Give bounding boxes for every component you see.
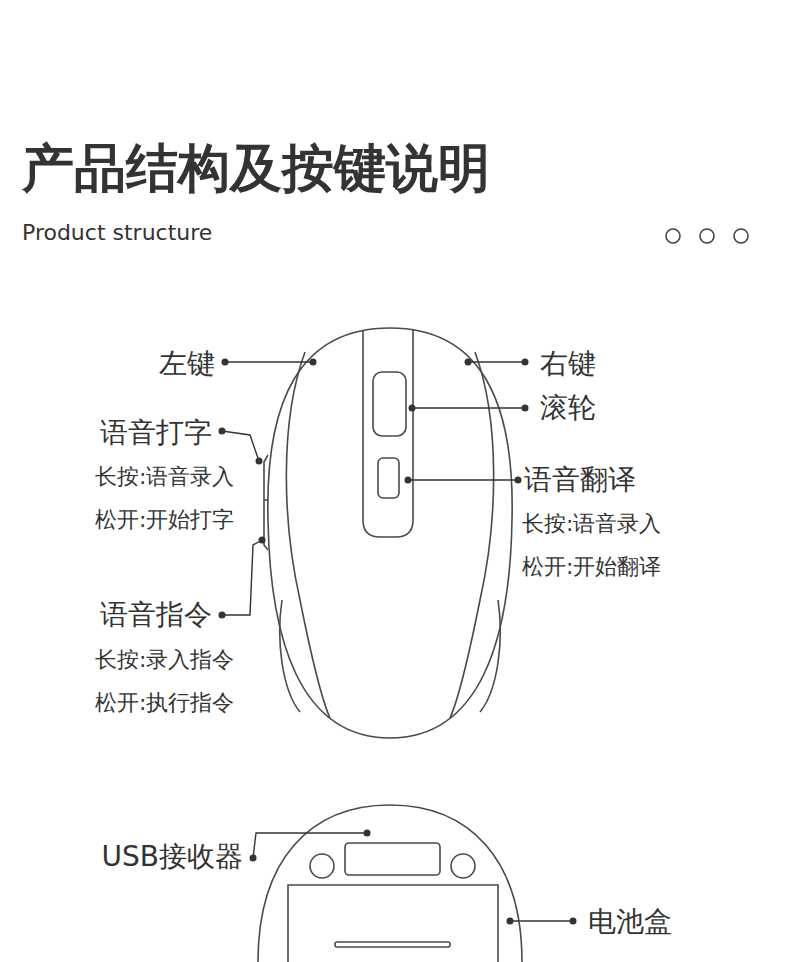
part-name: USB接收器	[102, 843, 243, 871]
button-note: 长按:录入指令	[95, 649, 234, 671]
leader-lines	[222, 362, 573, 921]
mouse-top-view	[264, 328, 512, 738]
page-title: 产品结构及按键说明	[22, 142, 490, 194]
button-note: 长按:语音录入	[95, 466, 234, 488]
button-note: 松开:开始翻译	[522, 556, 661, 578]
mouse-bottom-view	[258, 805, 522, 962]
button-note: 松开:执行指令	[95, 692, 234, 714]
part-name: 滚轮	[540, 394, 596, 422]
leader-dots	[219, 359, 577, 925]
subtitle: Product structure	[22, 222, 212, 244]
part-name: 右键	[540, 350, 596, 378]
button-name: 语音翻译	[524, 466, 636, 494]
header-dots	[666, 229, 748, 243]
button-name: 语音打字	[100, 419, 212, 447]
part-name: 左键	[159, 350, 215, 378]
button-note: 松开:开始打字	[95, 509, 234, 531]
part-name: 电池盒	[588, 908, 672, 936]
button-note: 长按:语音录入	[522, 513, 661, 535]
button-name: 语音指令	[100, 601, 212, 629]
